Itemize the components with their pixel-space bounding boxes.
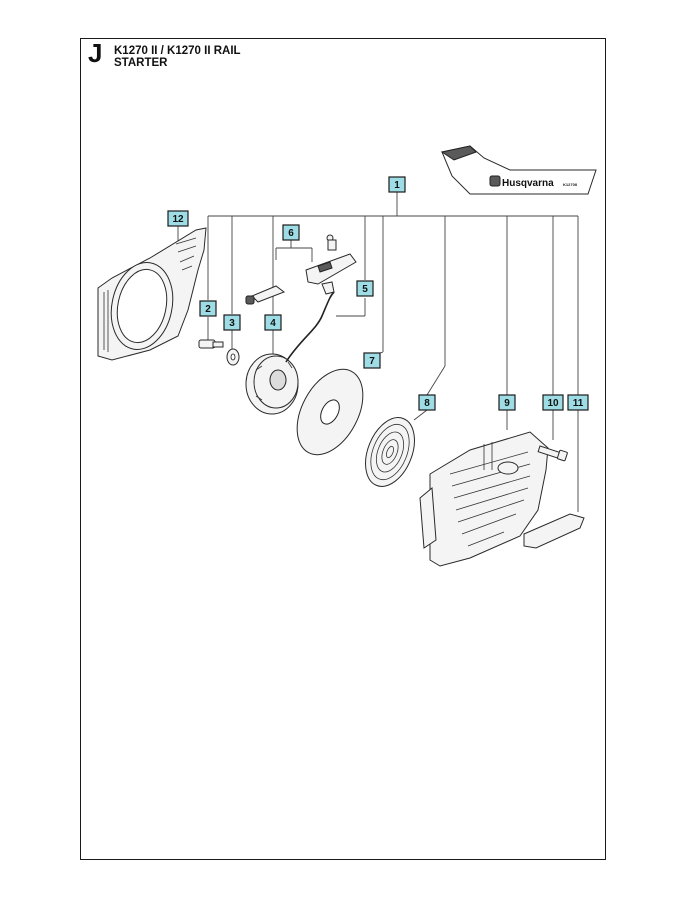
leader-lines: [177, 192, 579, 512]
starter-housing-plate: [97, 227, 207, 361]
svg-text:2: 2: [205, 304, 211, 315]
starter-cover: [419, 431, 549, 567]
callout-2: 2: [199, 300, 217, 317]
callout-5: 5: [356, 280, 374, 297]
rope-pulley: [245, 353, 299, 415]
svg-text:3: 3: [229, 318, 235, 329]
callout-11: 11: [567, 394, 589, 411]
callout-12: 12: [167, 210, 189, 227]
decal-model: K1270II: [563, 182, 577, 187]
husqvarna-decal: Husqvarna K1270II: [440, 145, 597, 195]
callout-7: 7: [363, 352, 381, 369]
callout-1: 1: [388, 176, 406, 193]
starter-rope: [285, 291, 335, 363]
callout-9: 9: [498, 394, 516, 411]
page-frame: [80, 38, 606, 860]
svg-text:10: 10: [547, 398, 559, 409]
callout-6: 6: [282, 224, 300, 241]
cover-decal-strip: [523, 513, 585, 549]
svg-text:6: 6: [288, 228, 294, 239]
svg-text:11: 11: [573, 398, 584, 409]
svg-text:5: 5: [362, 284, 368, 295]
svg-text:9: 9: [504, 398, 510, 409]
section-letter: J: [88, 38, 103, 68]
washer: [226, 348, 240, 366]
screw: [537, 445, 568, 462]
callout-8: 8: [418, 394, 436, 411]
washer-plate: [296, 368, 364, 456]
svg-text:1: 1: [394, 180, 400, 191]
svg-text:7: 7: [369, 356, 375, 367]
section-title: STARTER: [114, 57, 168, 69]
decal-brand: Husqvarna: [502, 178, 554, 189]
recoil-spring: [365, 417, 415, 487]
callout-10: 10: [542, 394, 564, 411]
callout-3: 3: [223, 314, 241, 331]
bolt: [198, 339, 224, 349]
model-title: K1270 II / K1270 II RAIL: [114, 45, 241, 57]
callout-4: 4: [264, 314, 282, 331]
svg-text:4: 4: [270, 318, 276, 329]
starter-handle: [245, 234, 357, 305]
svg-text:8: 8: [424, 398, 430, 409]
husqvarna-logo-icon: [489, 175, 501, 187]
svg-text:12: 12: [172, 214, 184, 225]
